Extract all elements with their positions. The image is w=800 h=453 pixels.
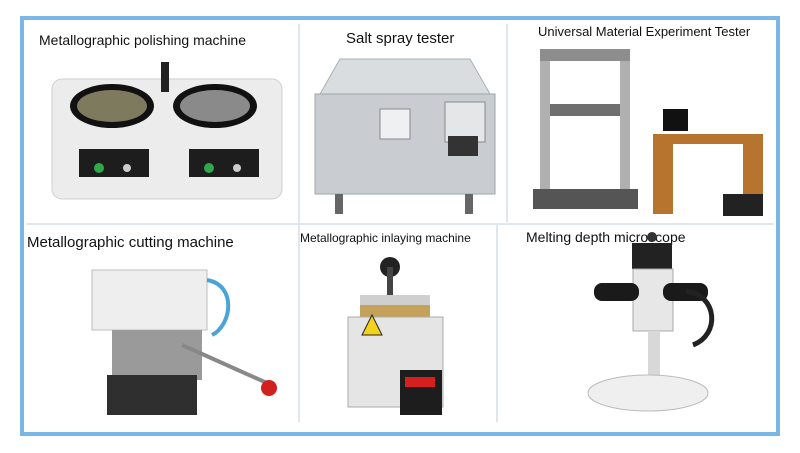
panel-caption: Salt spray tester <box>346 30 455 47</box>
panel-caption: Melting depth microscope <box>526 229 686 245</box>
salt-spray-tester-photo <box>314 58 496 214</box>
vertical-divider <box>298 24 300 422</box>
vertical-divider <box>496 225 498 422</box>
universal-testing-machine-photo <box>533 49 763 216</box>
panel-microscope: Melting depth microscope <box>498 225 773 425</box>
horizontal-divider <box>26 223 774 225</box>
panel-polishing: Metallographic polishing machine <box>27 24 297 222</box>
stereo-microscope-photo <box>587 232 715 412</box>
panel-caption: Metallographic inlaying machine <box>300 231 471 245</box>
cutting-machine-photo <box>91 269 277 415</box>
polishing-machine-photo <box>51 62 283 200</box>
panel-universal-tester: Universal Material Experiment Tester <box>508 24 773 222</box>
panel-cutting-machine: Metallographic cutting machine <box>27 225 297 425</box>
panel-salt-spray: Salt spray tester <box>300 24 505 222</box>
vertical-divider <box>506 24 508 222</box>
inlaying-machine-photo <box>347 257 444 415</box>
panel-caption: Metallographic cutting machine <box>27 234 234 251</box>
panel-inlaying-machine: Metallographic inlaying machine <box>300 225 495 425</box>
panel-caption: Universal Material Experiment Tester <box>538 24 751 39</box>
panel-caption: Metallographic polishing machine <box>39 32 247 48</box>
